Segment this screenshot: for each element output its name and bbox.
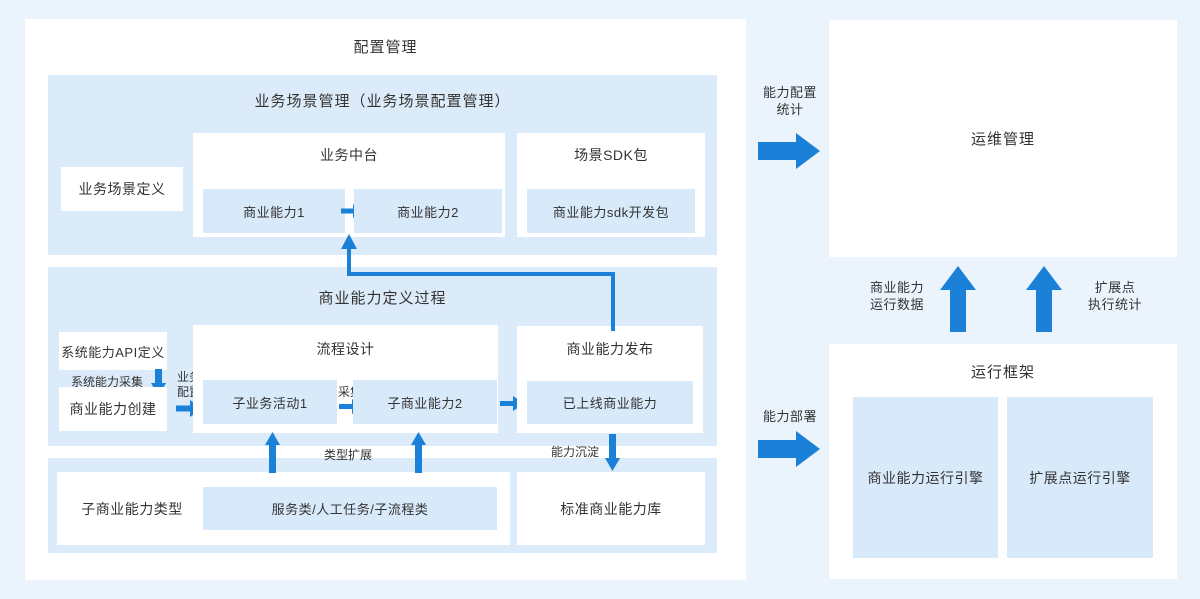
capability-run-data-label: 商业能力 运行数据 [869,280,924,312]
standard-library-box: 标准商业能力库 [517,472,705,545]
connector-line-vertical [611,273,615,331]
arrow-up-icon [341,234,357,249]
sdk-package-box: 商业能力sdk开发包 [527,189,695,233]
online-capability-box: 已上线商业能力 [527,381,693,424]
capability-define-title: 商业能力定义过程 [318,289,447,307]
arrow-right-icon [758,133,820,169]
extension-exec-stats-label: 扩展点 执行统计 [1087,280,1142,312]
capability-config-stats-label: 能力配置 统计 [762,85,817,117]
type-list-box: 服务类/人工任务/子流程类 [203,487,497,530]
ops-mgmt-panel: 运维管理 [829,20,1177,257]
type-extend-label: 类型扩展 [323,447,372,462]
api-definition-box: 系统能力API定义 [59,332,167,370]
scene-sdk-title: 场景SDK包 [574,147,648,163]
arrow-up-icon [1026,266,1062,332]
config-mgmt-title: 配置管理 [353,38,418,56]
process-design-title: 流程设计 [316,341,375,357]
capability2-box: 商业能力2 [354,189,502,233]
sub-activity1-box: 子业务活动1 [203,380,337,424]
capability-engine-box: 商业能力运行引擎 [853,397,998,558]
extension-engine-box: 扩展点运行引擎 [1007,397,1153,558]
publish-title: 商业能力发布 [566,341,654,357]
arrow-right-icon [758,431,820,467]
biz-platform-title: 业务中台 [320,147,378,163]
arrow-up-icon [940,266,976,332]
scene-definition-box: 业务场景定义 [61,167,183,211]
capability-create-box: 商业能力创建 [59,387,167,431]
connector-line-horizontal [347,272,615,276]
connector-line-vertical [347,248,351,276]
arrow-up-icon [265,432,280,473]
scene-mgmt-title: 业务场景管理（业务场景配置管理） [254,92,511,110]
system-collect-label: 系统能力采集 [71,375,144,389]
runtime-framework-title: 运行框架 [970,363,1035,381]
capability1-box: 商业能力1 [203,189,345,233]
arrow-up-icon [411,432,426,473]
sub-capability-type-label: 子商业能力类型 [81,500,183,517]
arrow-down-icon [605,434,620,471]
capability-deploy-label: 能力部署 [762,408,817,424]
sub-capability2-box: 子商业能力2 [353,380,497,424]
capability-sediment-label: 能力沉淀 [550,444,599,459]
